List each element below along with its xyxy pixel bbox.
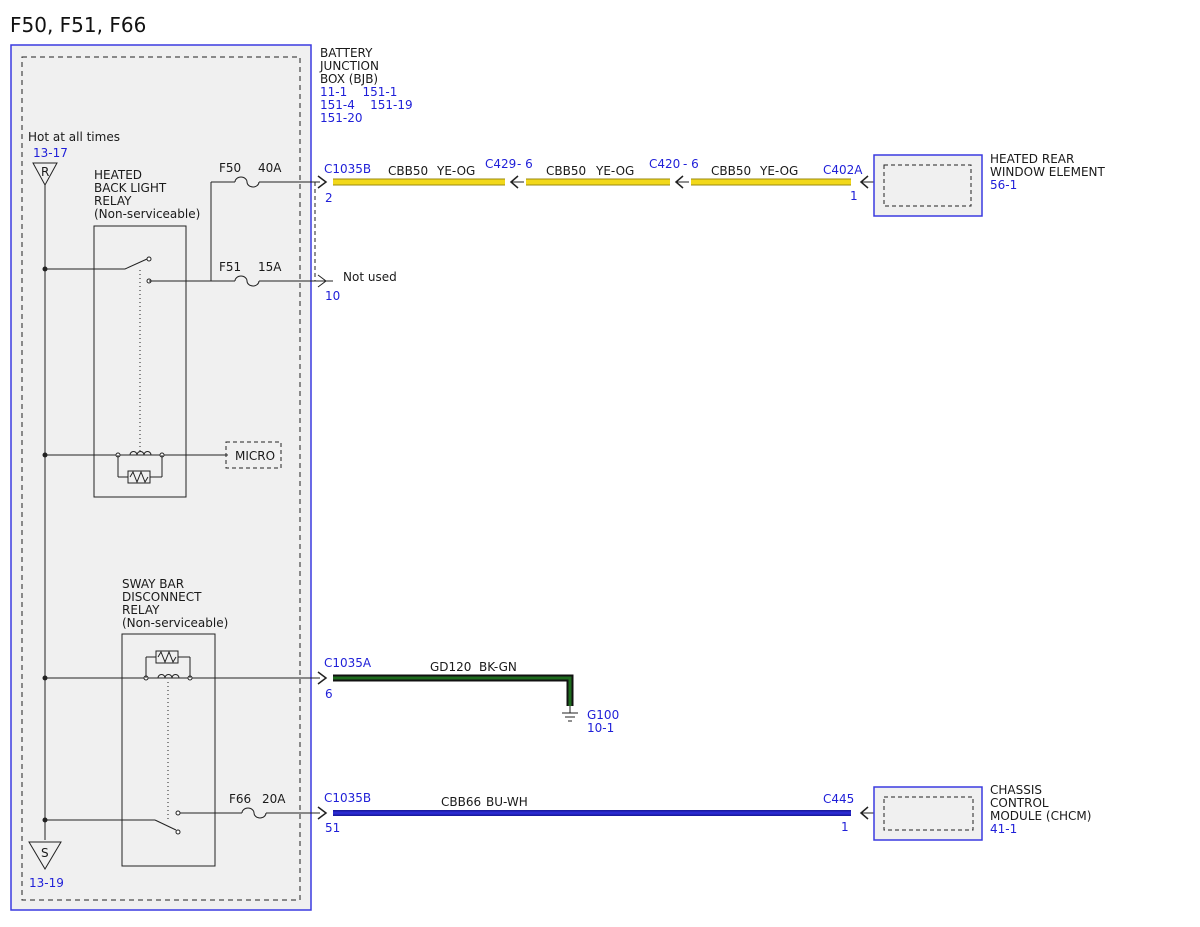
f50-bjb-pin: 2 — [325, 191, 333, 205]
heated-rear-window-line-2: WINDOW ELEMENT — [990, 165, 1106, 179]
relay1-name-line-4: (Non-serviceable) — [94, 207, 200, 221]
chcm-line-2: CONTROL — [990, 796, 1049, 810]
c1035b-pin10: 10 — [325, 289, 340, 303]
fuse-f51-rating: 15A — [258, 260, 282, 274]
bjb-name-line-1: BATTERY — [320, 46, 373, 60]
heated-rear-window-ref[interactable]: 56-1 — [990, 178, 1017, 192]
relay2-resistor-zigzag — [157, 650, 177, 664]
f66-bjb-pin: 51 — [325, 821, 340, 835]
f66-circuit: CBB66 — [441, 795, 481, 809]
heated-rear-window-inner — [883, 164, 972, 207]
c445-pin: 1 — [841, 820, 849, 834]
c402a-label[interactable]: C402A — [823, 163, 863, 177]
power-in-symbol: R — [41, 165, 49, 179]
relay2-box — [121, 633, 216, 867]
c429-label[interactable]: C429 — [485, 157, 516, 171]
fuse-f50-rating: 40A — [258, 161, 282, 175]
fuse-f66-id: F66 — [229, 792, 251, 806]
relay1-name-line-3: RELAY — [94, 194, 132, 208]
f50-bjb-connector[interactable]: C1035B — [324, 162, 371, 176]
c420-label[interactable]: C420 — [649, 157, 680, 171]
relay1-contact-top — [146, 256, 152, 262]
power-out-triangle-icon — [28, 841, 62, 870]
f66-bjb-connector[interactable]: C1035B — [324, 791, 371, 805]
ground-wire — [333, 674, 574, 706]
heated-rear-window-box[interactable] — [873, 154, 983, 217]
bjb-refs-line-2[interactable]: 151-4 151-19 — [320, 98, 413, 112]
f50-seg1-color: YE-OG — [436, 164, 475, 178]
chcm-line-1: CHASSIS — [990, 783, 1042, 797]
bjb-refs-line-3[interactable]: 151-20 — [320, 111, 363, 125]
relay1-name-line-2: BACK LIGHT — [94, 181, 167, 195]
micro-box — [225, 441, 282, 469]
f66-bjb-arrow-icon — [317, 806, 328, 820]
power-out-symbol: S — [41, 846, 49, 860]
f50-seg3-circuit: CBB50 — [711, 164, 751, 178]
f66-color: BU-WH — [486, 795, 528, 809]
c1035b-pin2-arrow-icon — [317, 175, 328, 189]
relay1-switch-blade — [124, 258, 148, 270]
relay2-name-line-4: (Non-serviceable) — [122, 616, 228, 630]
fuse-f66-rating: 20A — [262, 792, 286, 806]
power-in-ref[interactable]: 13-17 — [33, 146, 68, 160]
relay1-resistor-zigzag — [129, 470, 149, 484]
c1035a-label[interactable]: C1035A — [324, 656, 372, 670]
chcm-ref[interactable]: 41-1 — [990, 822, 1017, 836]
bjb-refs-line-1[interactable]: 11-1 151-1 — [320, 85, 397, 99]
ground-color: BK-GN — [479, 660, 517, 674]
bjb-name-line-2: JUNCTION — [319, 59, 379, 73]
f50-seg3-color: YE-OG — [759, 164, 798, 178]
relay2-contact-bottom — [175, 829, 181, 835]
chcm-box[interactable] — [873, 786, 983, 841]
ground-ref[interactable]: 10-1 — [587, 721, 614, 735]
relay2-name-line-2: DISCONNECT — [122, 590, 202, 604]
bjb-name-line-3: BOX (BJB) — [320, 72, 378, 86]
c420-pin: - 6 — [683, 157, 699, 171]
f50-fuse-icon — [234, 176, 260, 188]
c1035a-pin: 6 — [325, 687, 333, 701]
chcm-line-3: MODULE (CHCM) — [990, 809, 1091, 823]
ground-id[interactable]: G100 — [587, 708, 619, 722]
f50-seg2-circuit: CBB50 — [546, 164, 586, 178]
page-title: F50, F51, F66 — [10, 13, 146, 37]
power-in-label: Hot at all times — [28, 130, 120, 144]
heated-rear-window-line-1: HEATED REAR — [990, 152, 1074, 166]
fuse-f51-id: F51 — [219, 260, 241, 274]
f66-fuse-icon — [241, 807, 267, 819]
relay2-name-line-1: SWAY BAR — [122, 577, 184, 591]
not-used-label: Not used — [343, 270, 397, 284]
ground-circuit: GD120 — [430, 660, 471, 674]
relay1-name-line-1: HEATED — [94, 168, 142, 182]
f50-seg1-circuit: CBB50 — [388, 164, 428, 178]
c445-label[interactable]: C445 — [823, 792, 854, 806]
micro-label: MICRO — [235, 449, 275, 463]
power-in-triangle-icon — [32, 162, 58, 187]
c429-pin: - 6 — [517, 157, 533, 171]
relay2-coil-icon — [157, 674, 180, 679]
fuse-f50-id: F50 — [219, 161, 241, 175]
c402a-pin: 1 — [850, 189, 858, 203]
power-out-ref[interactable]: 13-19 — [29, 876, 64, 890]
bjb-inner-dashed — [21, 56, 301, 901]
relay2-switch-blade — [154, 819, 177, 831]
relay1-coil-icon — [129, 451, 152, 456]
relay2-name-line-3: RELAY — [122, 603, 160, 617]
ground-icon — [562, 706, 578, 722]
chcm-inner — [883, 796, 974, 831]
relay2-contact-top — [175, 810, 181, 816]
f51-fuse-icon — [234, 275, 260, 287]
c1035a-arrow-icon — [317, 671, 328, 685]
f50-seg2-color: YE-OG — [595, 164, 634, 178]
relay1-box — [93, 225, 187, 498]
